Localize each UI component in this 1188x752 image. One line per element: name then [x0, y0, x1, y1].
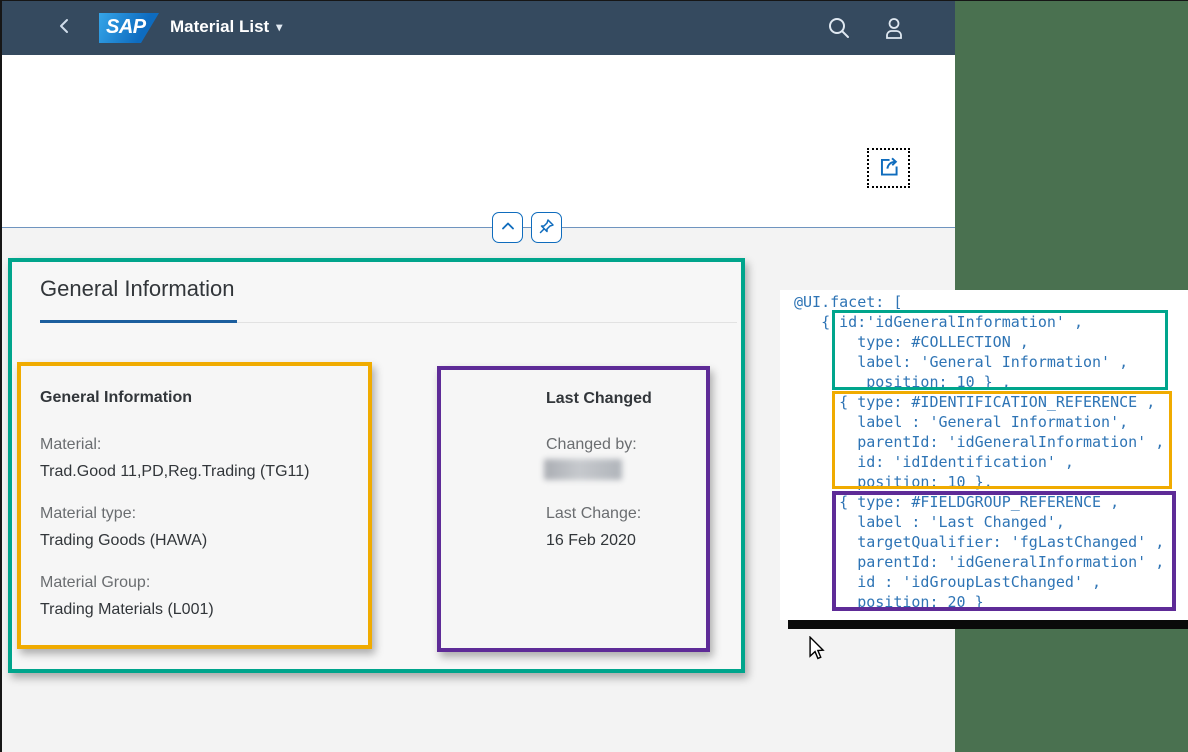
share-export-icon [876, 157, 902, 183]
annotation-box-orange: General Information Material: Trad.Good … [17, 362, 372, 649]
annotation-box-purple: Last Changed Changed by: Last Change: 16… [437, 366, 710, 652]
chevron-up-icon [500, 222, 516, 237]
code-line: { type: #IDENTIFICATION_REFERENCE , [794, 393, 1156, 411]
profile-button[interactable] [881, 15, 907, 41]
section-title: General Information [40, 276, 235, 301]
code-line: { type: #FIELDGROUP_REFERENCE , [794, 493, 1120, 511]
tab-underline [40, 320, 237, 323]
field-label: Material Group: [40, 574, 151, 591]
anchor-divider [0, 227, 955, 228]
code-line: parentId: 'idGeneralInformation' , [794, 553, 1165, 571]
group-heading: General Information [40, 389, 193, 406]
magnifier-icon [826, 18, 852, 44]
back-button[interactable] [52, 14, 78, 40]
redacted-value [544, 459, 622, 480]
app-header: SAP Material List ▾ [0, 0, 955, 55]
pushpin-icon [538, 218, 555, 238]
group-heading: Last Changed [546, 390, 652, 407]
field-value: Trading Materials (L001) [40, 601, 214, 618]
code-line: id: 'idIdentification' , [794, 453, 1074, 471]
field-label: Last Change: [546, 505, 642, 522]
app-title-label: Material List [170, 17, 270, 36]
code-line: label : 'Last Changed', [794, 513, 1065, 531]
sap-logo-text: SAP [106, 16, 146, 38]
tab-divider [237, 322, 737, 323]
code-block: @UI.facet: [ { id:'idGeneralInformation'… [794, 292, 1164, 612]
code-line: @UI.facet: [ [794, 293, 903, 311]
code-line: id : 'idGroupLastChanged' , [794, 573, 1102, 591]
sap-logo: SAP [99, 13, 159, 43]
collapse-header-button[interactable] [492, 212, 523, 243]
field-value: Trad.Good 11,PD,Reg.Trading (TG11) [40, 463, 310, 480]
field-label: Changed by: [546, 436, 637, 453]
code-annotation-teal [832, 310, 1168, 390]
field-label: Material: [40, 436, 102, 453]
code-line: position: 10 } , [794, 373, 1011, 391]
field-value: 16 Feb 2020 [546, 532, 636, 549]
code-line: type: #COLLECTION , [794, 333, 1029, 351]
field-value: Trading Goods (HAWA) [40, 532, 208, 549]
pin-header-button[interactable] [531, 212, 562, 243]
code-line: position: 20 } [794, 593, 984, 611]
code-annotation-purple [832, 491, 1176, 611]
chevron-left-icon [57, 18, 73, 37]
search-button[interactable] [826, 15, 852, 41]
code-line: parentId: 'idGeneralInformation' , [794, 433, 1165, 451]
code-line: targetQualifier: 'fgLastChanged' , [794, 533, 1165, 551]
person-icon [881, 18, 907, 44]
code-line: label: 'General Information' , [794, 353, 1129, 371]
field-label: Material type: [40, 505, 137, 522]
code-panel: @UI.facet: [ { id:'idGeneralInformation'… [780, 290, 1188, 620]
share-button[interactable] [867, 148, 910, 188]
code-annotation-orange [832, 391, 1172, 489]
object-page-header [0, 55, 955, 228]
app-title[interactable]: Material List ▾ [170, 17, 282, 37]
code-line: { id:'idGeneralInformation' , [794, 313, 1083, 331]
code-line: label : 'General Information', [794, 413, 1129, 431]
title-caret-icon: ▾ [276, 20, 283, 34]
mouse-cursor [806, 635, 826, 667]
